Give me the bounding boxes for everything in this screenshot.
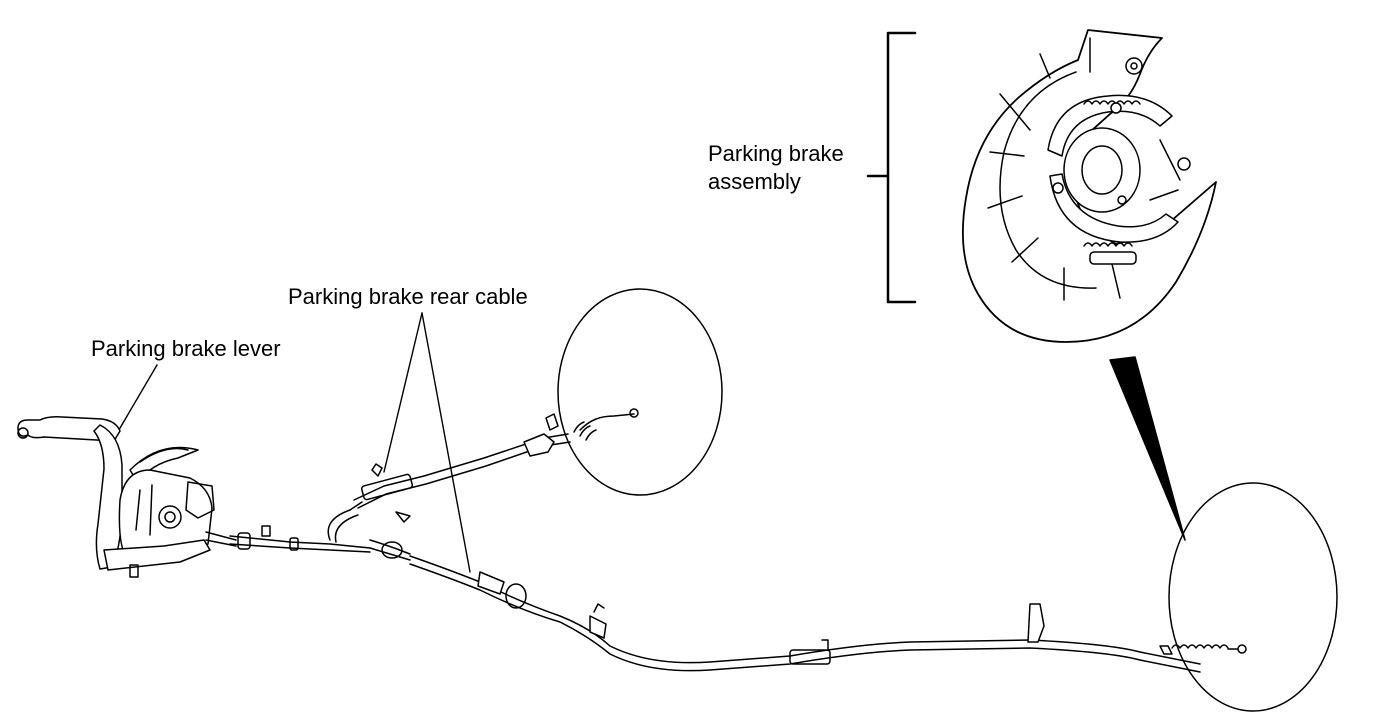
right-wheel-circle: [1168, 482, 1338, 712]
assembly-label-line1: Parking brake: [708, 141, 844, 166]
parking-brake-assembly-label: Parking brake assembly: [708, 140, 844, 196]
rear-cable-left: [353, 408, 639, 509]
lever-leader-line: [112, 364, 158, 441]
parking-brake-rear-cable-label: Parking brake rear cable: [288, 284, 528, 309]
rear-cable-right: [409, 555, 1247, 673]
parking-brake-lever: [17, 416, 237, 578]
parking-brake-assembly: [962, 29, 1217, 343]
magnifier-pointer: [1109, 356, 1186, 541]
rear-cable-leader-line-right: [421, 312, 471, 573]
leader-lines: [112, 312, 471, 573]
assembly-bracket: [866, 31, 917, 304]
equalizer-and-front-cable: [229, 501, 411, 561]
rear-cable-leader-line-left: [383, 312, 423, 473]
left-wheel-circle: [557, 288, 723, 496]
assembly-label-line2: assembly: [708, 169, 801, 194]
parking-brake-lever-label: Parking brake lever: [91, 336, 281, 361]
